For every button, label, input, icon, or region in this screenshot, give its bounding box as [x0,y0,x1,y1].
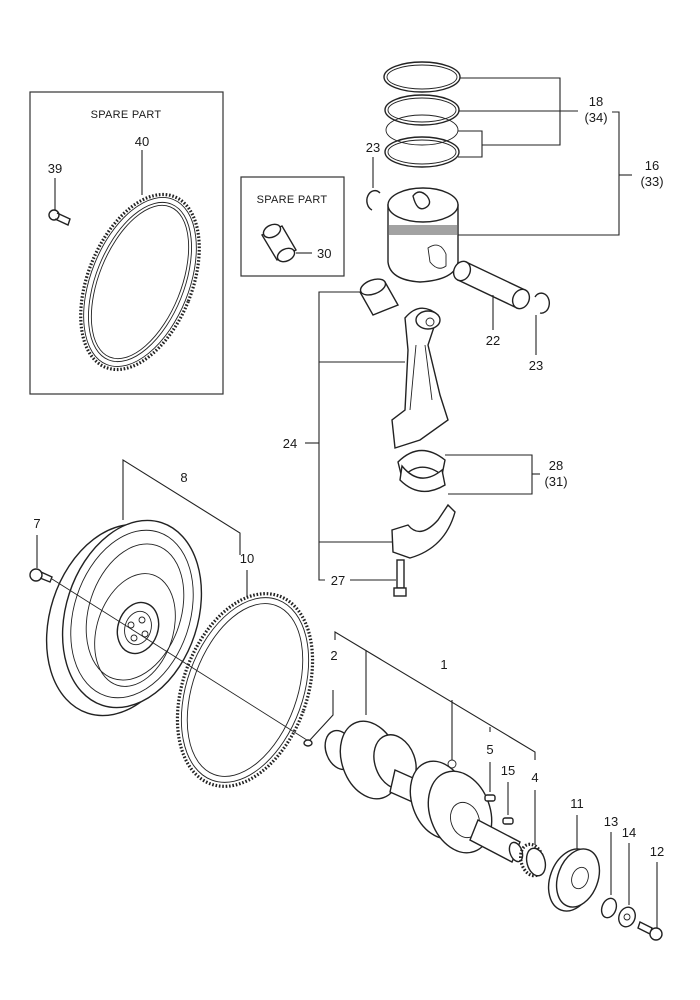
label-23-lower: 23 [529,358,543,373]
label-11: 11 [570,796,584,811]
label-39: 39 [48,161,62,176]
label-16: 16 [645,158,659,173]
key-5[interactable] [484,762,496,802]
label-12: 12 [650,844,664,859]
label-40: 40 [135,134,149,149]
bolt-39[interactable] [48,178,71,226]
spare-part-title: SPARE PART [257,194,328,206]
crankshaft-gear-4[interactable] [517,790,548,878]
label-18-alt: (34) [584,110,607,125]
label-23-upper: 23 [366,140,380,155]
label-22: 22 [486,333,500,348]
label-5: 5 [486,742,493,757]
circlip-23-lower[interactable] [534,292,551,355]
spare-part-frame [29,91,224,395]
assembly-axis-line [51,578,311,743]
ring-gear-40[interactable] [57,150,222,387]
label-10: 10 [240,551,254,566]
circlip-23-upper[interactable] [366,157,381,211]
label-14: 14 [622,825,636,840]
piston-rings-18[interactable] [383,61,461,168]
piston-16[interactable] [387,187,459,283]
label-16-alt: (33) [640,174,663,189]
crank-pin-bearing-28[interactable] [397,449,446,493]
connecting-rod-cap[interactable] [391,503,456,559]
label-7: 7 [33,516,40,531]
pin-2[interactable] [303,690,334,747]
label-27: 27 [331,573,345,588]
connecting-rod-24[interactable] [391,307,449,449]
label-28: 28 [549,458,563,473]
small-end-bushing[interactable] [358,276,400,316]
label-24: 24 [283,436,297,451]
piston-pin-22[interactable] [451,259,533,330]
o-ring-13[interactable] [599,832,619,920]
label-8: 8 [180,470,187,485]
label-1: 1 [440,657,447,672]
crankshaft-pulley-11[interactable] [540,815,607,918]
crankshaft-1[interactable] [320,713,525,864]
pulley-bolt-12[interactable] [637,862,663,941]
rod-bolt-27[interactable] [393,559,407,597]
ring-gear-10[interactable] [153,570,338,805]
spare-part-box-ring-gear: SPARE PART 39 40 [29,91,224,395]
washer-14[interactable] [616,843,638,929]
oil-hole-plug [447,759,457,769]
label-4: 4 [531,770,538,785]
label-30: 30 [317,246,331,261]
label-28-alt: (31) [544,474,567,489]
label-2: 2 [330,648,337,663]
key-15[interactable] [502,782,514,825]
label-13: 13 [604,814,618,829]
spare-part-title: SPARE PART [91,109,162,121]
spare-part-box-bushing: SPARE PART 30 [240,176,345,277]
label-15: 15 [501,763,515,778]
flywheel-bolt-7[interactable] [29,535,53,583]
spare-part-frame [240,176,345,277]
label-18: 18 [589,94,603,109]
bushing-30[interactable] [260,222,312,264]
flywheel-8[interactable] [23,502,224,734]
